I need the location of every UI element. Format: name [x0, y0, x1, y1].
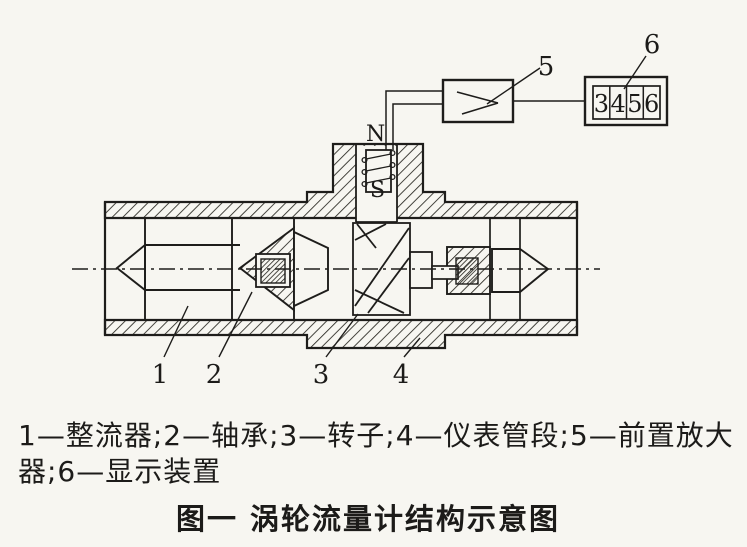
preamplifier-outline — [441, 78, 515, 124]
front-bearing — [260, 258, 286, 284]
part-label-3: 3 — [313, 360, 330, 390]
leader-1 — [163, 305, 189, 358]
rotor-blade-edge-2 — [354, 223, 387, 241]
pipe-top-wall — [103, 142, 579, 220]
pipe-body — [103, 142, 579, 350]
part-label-4: 4 — [393, 360, 410, 390]
leader-5 — [486, 67, 541, 105]
leader-2 — [218, 291, 253, 358]
straightener-nose-cone — [115, 242, 146, 292]
leader-3 — [325, 313, 359, 358]
rotor-hub-cap — [409, 251, 433, 289]
signal-wires — [385, 90, 443, 150]
magnetic-pickup: N S — [355, 122, 398, 223]
display-digit-2: 4 — [610, 90, 625, 118]
part-label-2: 2 — [206, 360, 223, 390]
rotor-blade-edge-5 — [356, 223, 377, 249]
leader-4 — [403, 337, 421, 358]
south-pole-label: S — [370, 178, 385, 203]
display-digit-1: 3 — [594, 90, 609, 118]
coil-winding — [361, 149, 396, 188]
rotor-blade-edge-1 — [354, 227, 410, 307]
leader-lines — [163, 55, 647, 358]
rotor-shaft — [431, 265, 459, 280]
caption-line-1: 1—整流器;2—轴承;3—转子;4—仪表管段;5—前置放大 — [18, 419, 734, 452]
part-label-6: 6 — [644, 30, 661, 60]
rotor-blade-edge-4 — [354, 289, 405, 314]
figure-caption: 1—整流器;2—轴承;3—转子;4—仪表管段;5—前置放大 器;6—显示装置 — [18, 419, 734, 488]
pipe-bottom-wall — [103, 318, 579, 350]
part-number-labels: 1 2 3 4 5 6 — [152, 30, 661, 390]
signal-wire-1 — [385, 90, 443, 150]
part-label-1: 1 — [152, 360, 169, 390]
rotor — [352, 222, 433, 316]
part-label-5: 5 — [538, 52, 555, 82]
preamplifier-box — [441, 78, 515, 124]
rotor-blade-edge-3 — [367, 257, 410, 314]
rear-bearing — [455, 257, 479, 285]
display-box: 3 4 5 6 — [583, 75, 669, 127]
leader-6 — [623, 55, 647, 90]
display-digit-4: 6 — [644, 90, 659, 118]
front-bearing-assembly — [238, 218, 329, 320]
caption-line-2: 器;6—显示装置 — [18, 455, 221, 488]
figure-title: 图一 涡轮流量计结构示意图 — [176, 502, 560, 536]
display-digit-3: 5 — [627, 90, 642, 118]
north-pole-label: N — [366, 122, 385, 147]
signal-wire-2 — [392, 103, 443, 150]
